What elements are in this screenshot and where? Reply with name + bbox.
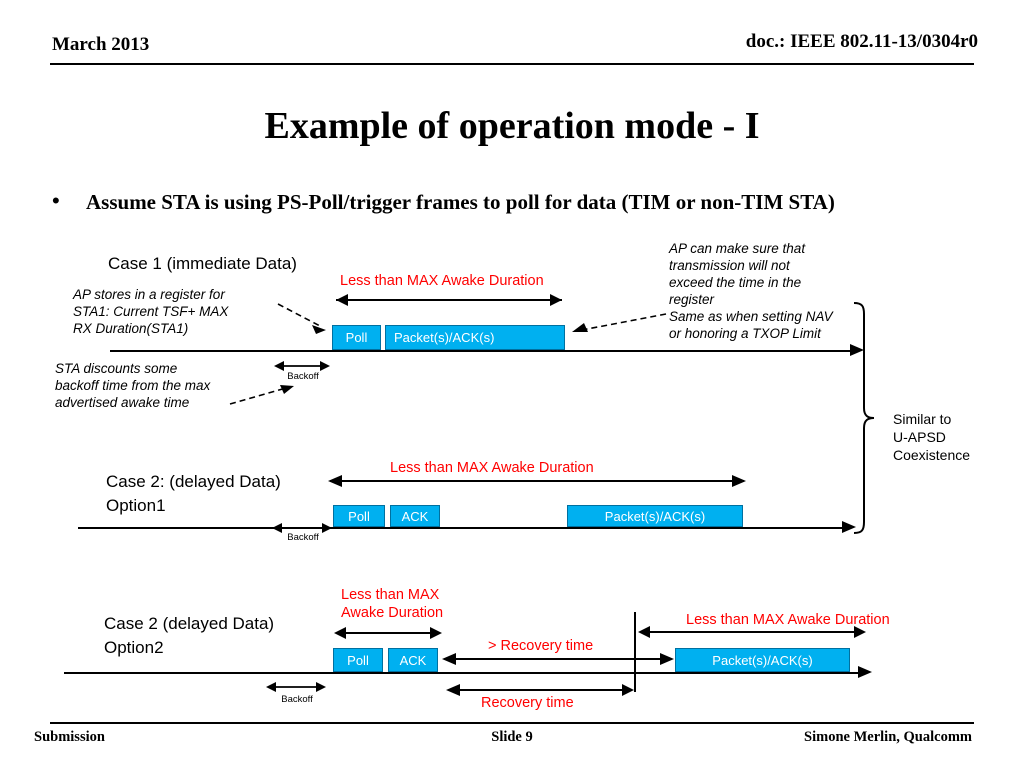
header-divider (50, 63, 974, 65)
footer-slide-number: Slide 9 (491, 729, 533, 745)
case2-option2-recovery-label: Recovery time (481, 695, 574, 711)
footer-submission: Submission (34, 729, 105, 745)
case2-option2-divider-line (634, 612, 636, 692)
case2-option2-duration-label-left: Less than MAX Awake Duration (341, 587, 444, 621)
case1-note-register: AP stores in a register for STA1: Curren… (73, 287, 229, 336)
case2-option1-label: Case 2: (delayed Data) Option1 (106, 472, 281, 515)
case1-label: Case 1 (immediate Data) (108, 254, 297, 273)
case1-frame-poll-label: Poll (345, 330, 368, 345)
case2-option2-frame-ack[interactable]: ACK (388, 648, 438, 672)
case2-option2-label: Case 2 (delayed Data) Option2 (104, 614, 275, 657)
case2-option2-backoff-arrow (266, 682, 326, 692)
case1-note-ap: AP can make sure that transmission will … (669, 241, 833, 341)
case2-option2-timeline-axis (64, 672, 862, 674)
bullet-text: Assume STA is using PS-Poll/trigger fram… (86, 190, 835, 214)
case2-option2-recovery-arrow (446, 684, 634, 696)
case2-option2-duration-label-right: Less than MAX Awake Duration (686, 612, 890, 628)
case1-note-register-pointer-icon (277, 303, 326, 334)
case2-option2-timeline-arrowhead (858, 666, 872, 678)
case2-option2-frame-ack-label: ACK (399, 652, 427, 668)
case2-option2-recovery-gt-arrow (442, 653, 674, 665)
similar-to-uapsd-note: Similar to U-APSD Coexistence (893, 411, 971, 463)
header-document-number: doc.: IEEE 802.11-13/0304r0 (745, 31, 978, 52)
case2-option2-frame-poll[interactable]: Poll (333, 648, 383, 672)
case2-option2-duration-arrow-left (334, 627, 442, 639)
case2-option2-frame-packet-label: Packet(s)/ACK(s) (712, 652, 813, 668)
case1-backoff-arrow (274, 361, 330, 371)
case1-backoff-label: Backoff (287, 371, 319, 382)
case2-option1-timeline-axis (78, 527, 848, 529)
case1-frame-packet[interactable]: Packet(s)/ACK(s) (385, 325, 565, 350)
case2-option1-frame-poll-label: Poll (348, 508, 370, 524)
case2-option2-backoff-label: Backoff (281, 694, 313, 705)
case1-note-ap-pointer-icon (572, 313, 667, 332)
case1-duration-label: Less than MAX Awake Duration (340, 273, 544, 289)
case1-note-backoff-pointer-icon (229, 385, 294, 405)
similar-to-brace-icon (853, 302, 875, 534)
case2-option1-duration-arrow (328, 475, 746, 487)
case1-timeline-arrowhead (850, 344, 864, 356)
case1-timeline-axis (110, 350, 855, 352)
case2-option1-frame-packet[interactable]: Packet(s)/ACK(s) (567, 505, 743, 527)
case2-option1-timeline-arrowhead (842, 521, 856, 533)
case2-option2-frame-poll-label: Poll (347, 652, 369, 668)
case1-note-backoff: STA discounts some backoff time from the… (55, 361, 211, 410)
case2-option1-frame-packet-label: Packet(s)/ACK(s) (604, 508, 706, 524)
case2-option1-backoff-arrow (272, 523, 332, 533)
page-title: Example of operation mode - I (264, 105, 760, 147)
case2-option1-frame-ack-label: ACK (401, 508, 429, 524)
case2-option1-backoff-label: Backoff (287, 532, 319, 543)
case2-option1-frame-ack[interactable]: ACK (390, 505, 440, 527)
case2-option2-duration-arrow-right (638, 626, 866, 638)
footer-author: Simone Merlin, Qualcomm (804, 729, 972, 745)
bullet-marker: • (52, 188, 60, 213)
case1-duration-arrow (336, 294, 562, 306)
header-date: March 2013 (52, 34, 150, 55)
footer-divider (50, 722, 974, 724)
case2-option1-frame-poll[interactable]: Poll (333, 505, 385, 527)
case1-frame-packet-label: Packet(s)/ACK(s) (394, 330, 495, 345)
case2-option2-recovery-gt-label: > Recovery time (488, 638, 594, 654)
case2-option1-duration-label: Less than MAX Awake Duration (390, 460, 594, 476)
case1-frame-poll[interactable]: Poll (332, 325, 381, 350)
case2-option2-frame-packet[interactable]: Packet(s)/ACK(s) (675, 648, 850, 672)
